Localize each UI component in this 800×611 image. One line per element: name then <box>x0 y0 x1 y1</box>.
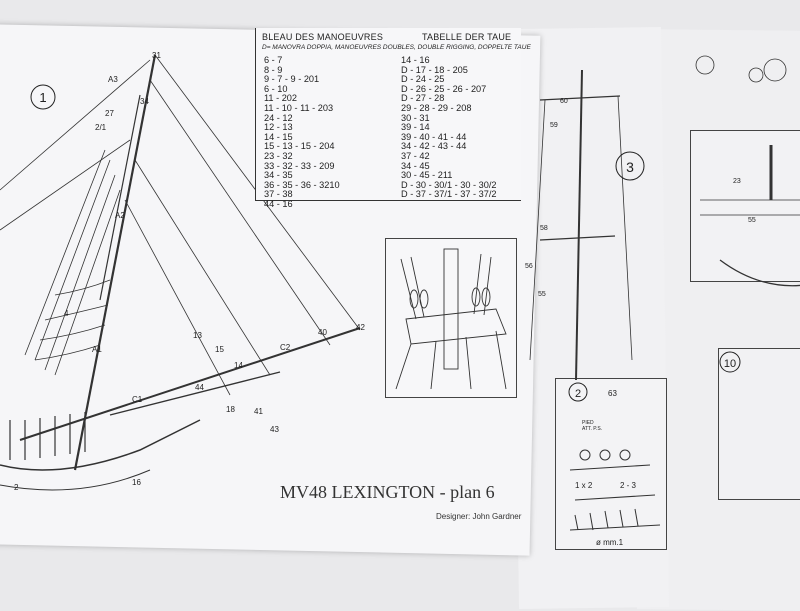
table-row: 6 - 10 <box>264 83 288 94</box>
callout: 44 <box>195 383 204 392</box>
callout: A3 <box>108 75 118 84</box>
table-header-left: BLEAU DES MANOEUVRES <box>262 32 384 42</box>
rigging-table: BLEAU DES MANOEUVRES TABELLE DER TAUE D=… <box>255 28 531 209</box>
callout: 27 <box>105 109 114 118</box>
table-subheader: D= MANOVRA DOPPIA, MANOEUVRES DOUBLES, D… <box>262 44 531 51</box>
table-row: 37 - 42 <box>401 150 430 161</box>
table-header: BLEAU DES MANOEUVRES TABELLE DER TAUE <box>262 32 511 42</box>
figure-label-1: 1 <box>39 90 46 105</box>
table-row: D - 27 - 28 <box>401 93 445 104</box>
plan-title: MV48 LEXINGTON - plan 6 <box>280 482 495 502</box>
table-row: 12 - 13 <box>264 122 293 133</box>
table-row: 34 - 35 <box>264 170 293 181</box>
callout: 40 <box>318 328 327 337</box>
callout: 60 <box>560 98 568 105</box>
table-row: 15 - 13 - 15 - 204 <box>264 141 335 152</box>
inset-figure-11 <box>385 238 517 398</box>
table-header-right: TABELLE DER TAUE <box>422 32 512 42</box>
callout: 58 <box>540 225 548 232</box>
table-row: 24 - 12 <box>264 112 293 123</box>
callout: A2 <box>115 211 125 220</box>
callout: 43 <box>270 425 279 434</box>
callout: 1 x 2 <box>575 481 593 490</box>
callout: 56 <box>525 263 533 270</box>
table-row: 11 - 10 - 11 - 203 <box>264 102 334 113</box>
table-row: 30 - 45 - 211 <box>401 170 453 181</box>
inset-2-callouts: 63 1 x 2 2 - 3 ø mm.1 PIED ATT. P.S. <box>575 389 637 547</box>
table-row: D - 30 - 30/1 - 30 - 30/2 <box>401 179 497 190</box>
mast-callouts: 60 59 58 56 55 23 55 <box>525 98 756 298</box>
table-row: 44 - 16 <box>264 198 293 209</box>
table-row: 11 - 202 <box>264 93 298 104</box>
table-row: D - 26 - 25 - 26 - 207 <box>401 83 487 94</box>
callout: 4 <box>64 309 69 318</box>
table-row: 37 - 38 <box>264 189 293 200</box>
callout: 2 - 3 <box>620 481 637 490</box>
inset-mast-top-detail <box>690 130 800 282</box>
top-platform-detail <box>395 248 507 390</box>
callout: 13 <box>193 331 202 340</box>
table-row: 23 - 32 <box>264 150 293 161</box>
table-row: 14 - 15 <box>264 131 293 142</box>
callout: PIED <box>582 420 594 426</box>
inset-figure-2 <box>555 378 667 550</box>
table-row: 30 - 31 <box>401 112 430 123</box>
table-row: 36 - 35 - 36 - 3210 <box>264 179 340 190</box>
table-row: D - 37 - 37/1 - 37 - 37/2 <box>401 189 497 200</box>
table-row: D - 24 - 25 <box>401 74 445 85</box>
callout: 59 <box>550 122 558 129</box>
callout: 15 <box>215 345 224 354</box>
table-row: 29 - 28 - 29 - 208 <box>401 102 472 113</box>
callout: 16 <box>132 478 141 487</box>
callout: 42 <box>356 323 365 332</box>
callout: 31 <box>152 51 161 60</box>
table-row: 6 - 7 <box>264 55 283 65</box>
table-row: 34 - 45 <box>401 160 430 171</box>
callout: C1 <box>132 395 143 404</box>
main-callouts: A3 31 27 34 2/1 A2 A1 C2 C1 40 42 13 15 … <box>14 51 365 492</box>
callout: 55 <box>538 291 546 298</box>
callout: 2 <box>14 483 19 492</box>
table-row: 39 - 40 - 41 - 44 <box>401 131 467 142</box>
callout: 55 <box>748 217 756 224</box>
figure-label-10: 10 <box>724 358 736 370</box>
table-row: 14 - 16 <box>401 55 430 65</box>
callout: 63 <box>608 389 617 398</box>
figure-label-2: 2 <box>575 388 581 400</box>
figure-label-3: 3 <box>626 159 634 175</box>
table-row: 8 - 9 <box>264 64 283 75</box>
callout: C2 <box>280 343 291 352</box>
designer-credit: Designer: John Gardner <box>436 512 522 521</box>
callout: A1 <box>92 345 102 354</box>
table-row: D - 17 - 18 - 205 <box>401 64 468 75</box>
callout: ATT. P.S. <box>582 426 602 432</box>
inset-figure-10 <box>718 348 800 500</box>
table-row: 34 - 42 - 43 - 44 <box>401 141 467 152</box>
callout: ø mm.1 <box>596 538 624 547</box>
callout: 41 <box>254 407 263 416</box>
callout: 34 <box>140 97 149 106</box>
table-row: 33 - 32 - 33 - 209 <box>264 160 335 171</box>
callout: 18 <box>226 405 235 414</box>
callout: 23 <box>733 178 741 185</box>
table-row: 9 - 7 - 9 - 201 <box>264 74 320 85</box>
table-row: 39 - 14 <box>401 122 430 133</box>
callout: 2/1 <box>95 123 107 132</box>
callout: 14 <box>234 361 243 370</box>
